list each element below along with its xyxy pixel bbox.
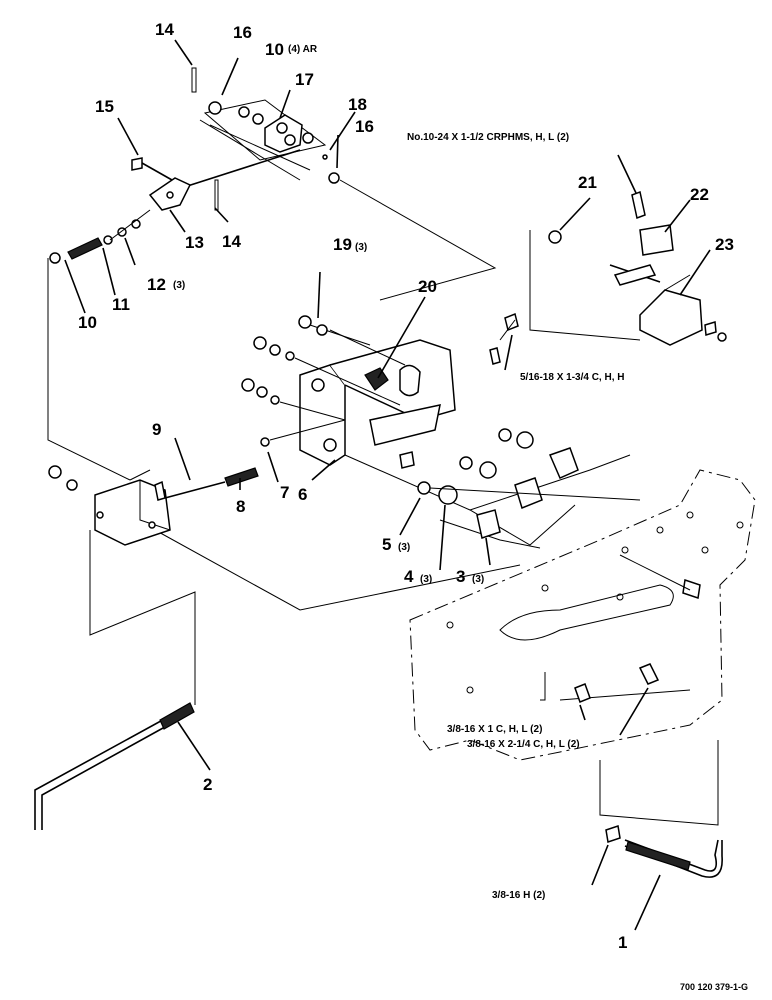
center-bracket <box>241 312 641 539</box>
callout-19-qty: (3) <box>355 242 367 253</box>
callout-18: 18 <box>348 95 367 114</box>
callout-7: 7 <box>280 483 289 502</box>
hardware-labels: No.10-24 X 1-1/2 CRPHMS, H, L (2) 5/16-1… <box>407 132 748 992</box>
label-screw-10-24: No.10-24 X 1-1/2 CRPHMS, H, L (2) <box>407 132 569 143</box>
callout-1: 1 <box>618 933 627 952</box>
callout-6: 6 <box>298 485 307 504</box>
lower-bolts <box>574 554 701 703</box>
callout-10-top-qty: (4) AR <box>288 44 318 55</box>
callout-19: 19 <box>333 235 352 254</box>
callout-5: 5 <box>382 535 391 554</box>
callout-2: 2 <box>203 775 212 794</box>
callout-11: 11 <box>112 295 130 314</box>
callout-5-qty: (3) <box>398 542 410 553</box>
callout-20: 20 <box>418 277 437 296</box>
callout-4-qty: (3) <box>420 574 432 585</box>
callout-16-right: 16 <box>355 117 374 136</box>
callout-3: 3 <box>456 567 465 586</box>
label-bolt-3-8-2-1-4: 3/8-16 X 2-1/4 C, H, L (2) <box>467 739 580 750</box>
callout-17: 17 <box>295 70 314 89</box>
callout-16-top: 16 <box>233 23 252 42</box>
leader-arrows <box>64 39 711 931</box>
callout-14-top: 14 <box>155 20 174 39</box>
callout-3-qty: (3) <box>472 574 484 585</box>
callout-13: 13 <box>185 233 204 252</box>
callout-23: 23 <box>715 235 734 254</box>
upper-right-bracket <box>548 190 727 346</box>
callout-12: 12 <box>147 275 166 294</box>
rod-1 <box>605 825 723 878</box>
callout-10-top: 10 <box>265 40 284 59</box>
label-bolt-3-8-1: 3/8-16 X 1 C, H, L (2) <box>447 724 542 735</box>
side-panel <box>409 469 756 761</box>
callout-labels: 1 2 3 (3) 4 (3) 5 (3) 6 7 8 9 10 (4) AR … <box>78 20 734 952</box>
assembly-lines <box>47 124 719 826</box>
callout-14-mid: 14 <box>222 232 241 251</box>
callout-10-left: 10 <box>78 313 97 332</box>
drawing-number: 700 120 379-1-G <box>680 982 748 992</box>
callout-21: 21 <box>578 173 597 192</box>
label-bolt-5-16: 5/16-18 X 1-3/4 C, H, H <box>520 372 625 383</box>
callout-22: 22 <box>690 185 709 204</box>
callout-9: 9 <box>152 420 161 439</box>
upper-linkage <box>49 67 340 264</box>
callout-8: 8 <box>236 497 245 516</box>
rod-2 <box>34 702 195 830</box>
label-nut-3-8: 3/8-16 H (2) <box>492 890 545 901</box>
left-bracket <box>48 419 346 546</box>
callout-15: 15 <box>95 97 114 116</box>
callout-12-qty: (3) <box>173 280 185 291</box>
callout-4: 4 <box>404 567 414 586</box>
